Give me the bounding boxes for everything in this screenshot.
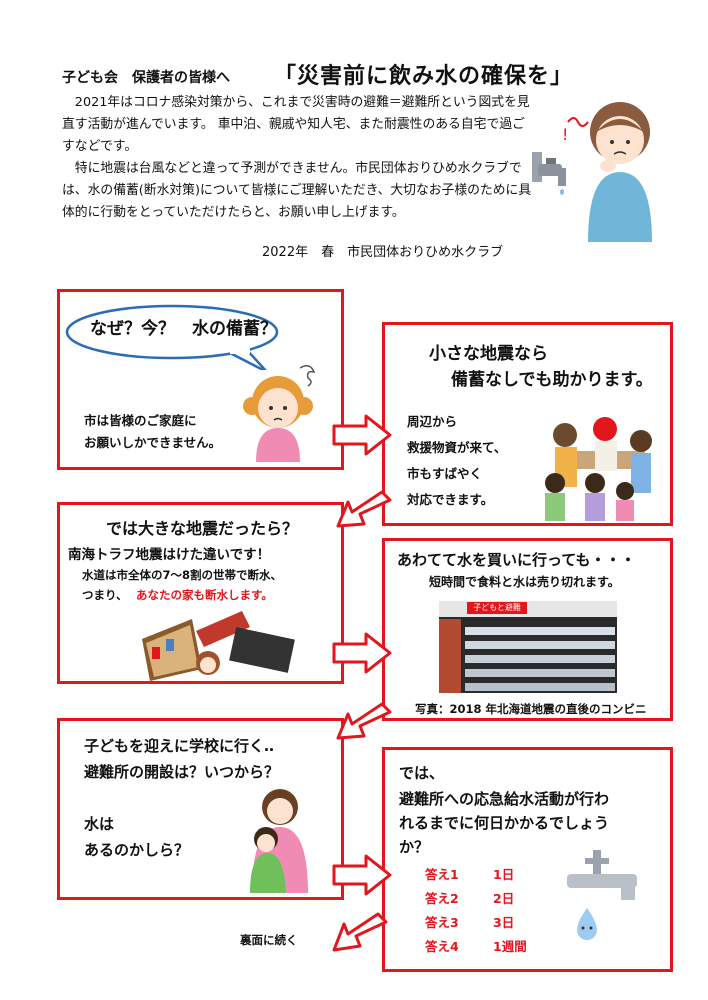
box5-line-3: 水は (84, 815, 115, 833)
relief-supplies-illustration (545, 417, 652, 521)
header: 子ども会 保護者の皆様へ 「災害前に飲み水の確保を」 (62, 58, 662, 92)
speech-bubble (65, 304, 279, 370)
store-photo: 子どもと避難 (439, 601, 617, 693)
box6-line-3: れるまでに何日かかるでしょう (399, 814, 610, 832)
box2-line-4: 対応できます。 (407, 492, 494, 507)
box3-subtitle: 南海トラフ地震はけた違いです！ (68, 547, 271, 563)
page-title: 「災害前に飲み水の確保を」 (274, 64, 574, 89)
worried-girl-illustration (243, 365, 316, 462)
faucet-icon (532, 152, 566, 195)
intro-text: 2021年はコロナ感染対策から、これまで災害時の避難＝避難所という図式を見直す活… (62, 92, 532, 224)
box-big-quake: では大きな地震だったら？ 南海トラフ地震はけた違いです！ 水道は市全体の7～8割… (57, 502, 344, 684)
box4-subtitle: 短時間で食料と水は売り切れます。 (429, 575, 620, 589)
arrow-right-icon (332, 414, 392, 456)
intro-paragraph-1: 2021年はコロナ感染対策から、これまで災害時の避難＝避難所という図式を見直す活… (62, 95, 530, 154)
arrow-right-icon-2 (332, 632, 392, 674)
mother-hugging-child-illustration (250, 789, 308, 893)
box-small-quake: 小さな地震なら 備蓄なしでも助かります。 周辺から 救援物資が来て、 市もすばや… (382, 322, 673, 526)
photo-caption: 写真：2018 年北海道地震の直後のコンビニ (415, 702, 647, 716)
box3-line-1: 水道は市全体の7～8割の世帯で断水、 (82, 568, 283, 582)
answer-2-value: 2日 (493, 891, 515, 906)
arrow-left-down-icon-2 (336, 702, 392, 740)
signature: 2022年 春 市民団体おりひめ水クラブ (262, 245, 504, 260)
photo-sign: 子どもと避難 (467, 602, 527, 614)
continue-note: 裏面に続く (240, 933, 298, 947)
box2-title-1: 小さな地震なら (429, 344, 548, 364)
box-pickup-child: 子どもを迎えに学校に行く‥ 避難所の開設は？いつから？ 水は あるのかしら？ (57, 718, 344, 900)
box1-line-1: 市は皆様のご家庭に (84, 413, 197, 428)
worried-woman-faucet-illustration: ! (532, 102, 652, 242)
box5-line-2: 避難所の開設は？いつから？ (84, 763, 280, 781)
addressee: 子ども会 保護者の皆様へ (62, 70, 230, 86)
svg-text:!: ! (562, 125, 568, 144)
box3-line-2b: あなたの家も断水します。 (136, 588, 273, 602)
box1-line-2: お願いしかできません。 (84, 435, 222, 450)
box-question: では、 避難所への応急給水活動が行わ れるまでに何日かかるでしょう か？ 答え1… (382, 747, 673, 972)
box2-line-2: 救援物資が来て、 (407, 440, 507, 455)
answer-3-label: 答え3 (425, 915, 459, 930)
box2-line-1: 周辺から (407, 414, 458, 429)
intro-paragraph-2: 特に地震は台風などと違って予測ができません。市民団体おりひめ水クラブでは、水の備… (62, 161, 532, 220)
faucet-drop-illustration (567, 850, 637, 940)
box3-title: では大きな地震だったら？ (106, 519, 299, 538)
answer-1-label: 答え1 (425, 867, 459, 882)
box6-line-1: では、 (399, 764, 445, 782)
box6-line-4: か？ (399, 838, 430, 856)
arrow-left-down-icon (336, 490, 392, 528)
answer-4-label: 答え4 (425, 939, 459, 954)
arrow-left-down-icon-3 (332, 912, 388, 952)
box-why-water: なぜ？今？ 水の備蓄？ 市は皆様のご家庭に お願いしかできません。 (57, 289, 344, 470)
answer-4-value: 1週間 (493, 939, 527, 954)
box5-line-1: 子どもを迎えに学校に行く‥ (84, 737, 275, 755)
box6-line-2: 避難所への応急給水活動が行わ (399, 790, 610, 808)
box2-title-2: 備蓄なしでも助かります。 (451, 370, 653, 390)
answer-3-value: 3日 (493, 915, 515, 930)
box2-line-3: 市もすばやく (407, 466, 483, 481)
box3-line-2a: つまり、 (82, 588, 128, 602)
answer-1-value: 1日 (493, 867, 515, 882)
box4-title: あわてて水を買いに行っても・・・ (397, 551, 636, 569)
arrow-right-icon-3 (332, 854, 392, 896)
collapsed-furniture-illustration (142, 611, 295, 681)
answer-2-label: 答え2 (425, 891, 459, 906)
bubble-text: なぜ？今？ 水の備蓄？ (90, 319, 277, 339)
box-buy-water: あわてて水を買いに行っても・・・ 短時間で食料と水は売り切れます。 子どもと避難… (382, 538, 673, 721)
box5-line-4: あるのかしら？ (84, 841, 190, 859)
